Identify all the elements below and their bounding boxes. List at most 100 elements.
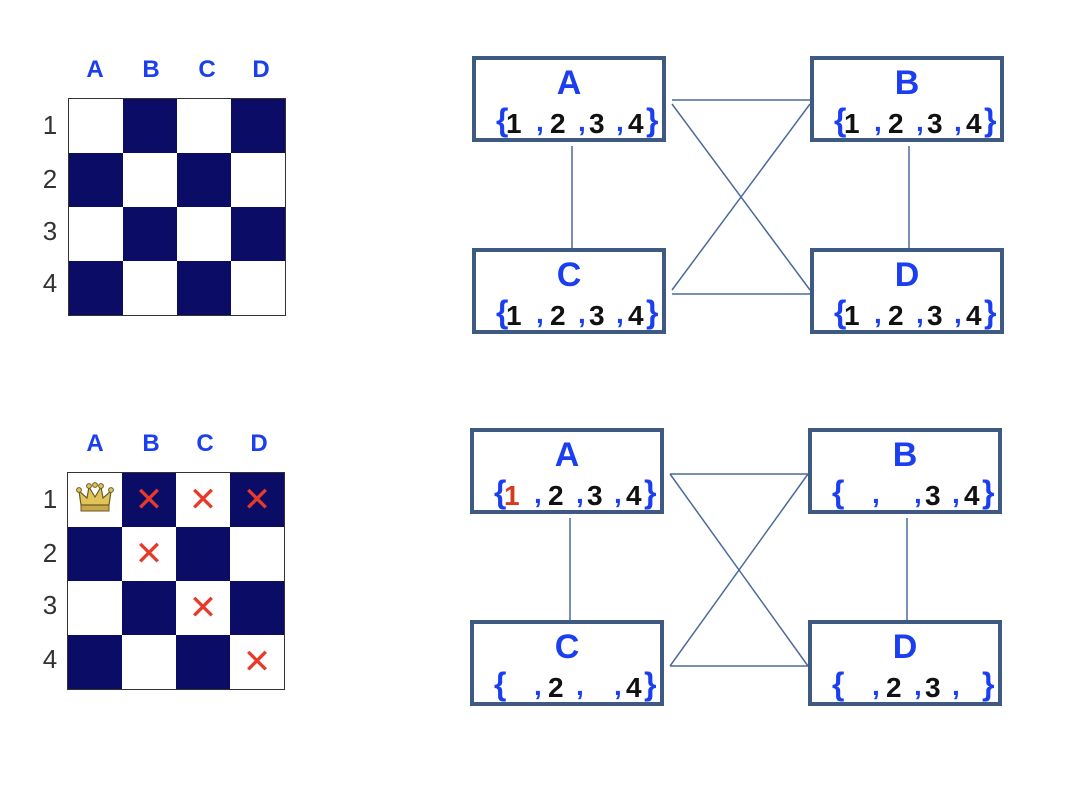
comma-separator: ,: [534, 478, 542, 509]
open-brace: {: [832, 474, 845, 510]
node-name: B: [894, 64, 920, 102]
domain-value: 4: [628, 300, 644, 331]
domain-value: 1: [506, 300, 522, 331]
square-A2: [68, 527, 122, 581]
square-B3: [123, 207, 177, 261]
domain-value: 3: [927, 108, 943, 139]
square-B2: [123, 153, 177, 207]
cross-icon: ✕: [188, 480, 218, 520]
domain-value: 3: [925, 480, 941, 511]
square-C4: [176, 635, 230, 689]
close-brace: }: [646, 294, 659, 330]
edge-B-C: [669, 473, 809, 667]
domain-value: 1: [506, 108, 522, 139]
node-domain: {2 4,,,}: [494, 666, 656, 703]
domain-value: 1: [844, 108, 860, 139]
comma-separator: ,: [578, 106, 586, 137]
col-label-C: C: [196, 430, 214, 457]
cross-icon: ✕: [134, 534, 164, 574]
domain-value: 3: [589, 300, 605, 331]
node-name: B: [892, 436, 918, 474]
node-name: A: [554, 436, 580, 474]
square-D2: [230, 527, 284, 581]
open-brace: {: [832, 666, 845, 702]
square-A1: [69, 99, 123, 153]
graph-2-edges: [569, 473, 908, 667]
close-brace: }: [644, 666, 657, 702]
close-brace: }: [982, 666, 995, 702]
open-brace: {: [834, 102, 847, 138]
square-A3: [68, 581, 122, 635]
square-A2: [69, 153, 123, 207]
comma-separator: ,: [954, 106, 962, 137]
square-C2: [177, 153, 231, 207]
comma-separator: ,: [576, 670, 584, 701]
domain-value: 2: [548, 672, 564, 703]
close-brace: }: [646, 102, 659, 138]
square-D3: [230, 581, 284, 635]
domain-value: 4: [626, 480, 642, 511]
square-D1: [231, 99, 285, 153]
comma-separator: ,: [536, 106, 544, 137]
row-label-4: 4: [42, 268, 58, 298]
square-B1: ✕: [122, 473, 176, 527]
domain-value: 4: [964, 480, 980, 511]
domain-value: 3: [925, 672, 941, 703]
cross-icon: ✕: [242, 642, 272, 682]
square-A4: [69, 261, 123, 315]
domain-value: 3: [927, 300, 943, 331]
comma-separator: ,: [614, 670, 622, 701]
comma-separator: ,: [576, 478, 584, 509]
square-C1: [177, 99, 231, 153]
col-label-D: D: [250, 430, 268, 457]
row-label-4: 4: [42, 644, 58, 674]
domain-value: 2: [550, 300, 566, 331]
comma-separator: ,: [578, 298, 586, 329]
edge-B-C: [671, 103, 811, 291]
comma-separator: ,: [914, 670, 922, 701]
chessboard-1: [68, 98, 286, 316]
col-label-A: A: [86, 56, 104, 83]
col-label-B: B: [142, 430, 160, 457]
comma-separator: ,: [874, 106, 882, 137]
col-label-A: A: [86, 430, 104, 457]
domain-value: 3: [587, 480, 603, 511]
domain-value: 2: [548, 480, 564, 511]
row-label-1: 1: [42, 110, 58, 140]
square-C3: ✕: [176, 581, 230, 635]
square-D3: [231, 207, 285, 261]
graph-1-edges: [571, 99, 910, 295]
node-name: C: [554, 628, 580, 666]
domain-value: 4: [628, 108, 644, 139]
graph-2-node-C: C {2 4,,,}: [470, 620, 664, 706]
square-A4: [68, 635, 122, 689]
domain-value: 1: [844, 300, 860, 331]
domain-value: 4: [966, 108, 982, 139]
square-C2: [176, 527, 230, 581]
col-label-C: C: [198, 56, 216, 83]
row-label-2: 2: [42, 164, 58, 194]
domain-value: 2: [550, 108, 566, 139]
comma-separator: ,: [616, 298, 624, 329]
square-B3: [122, 581, 176, 635]
square-A3: [69, 207, 123, 261]
col-label-B: B: [142, 56, 160, 83]
comma-separator: ,: [534, 670, 542, 701]
domain-value: 3: [589, 108, 605, 139]
open-brace: {: [494, 666, 507, 702]
comma-separator: ,: [916, 106, 924, 137]
square-D4: [231, 261, 285, 315]
domain-value: 4: [626, 672, 642, 703]
close-brace: }: [644, 474, 657, 510]
